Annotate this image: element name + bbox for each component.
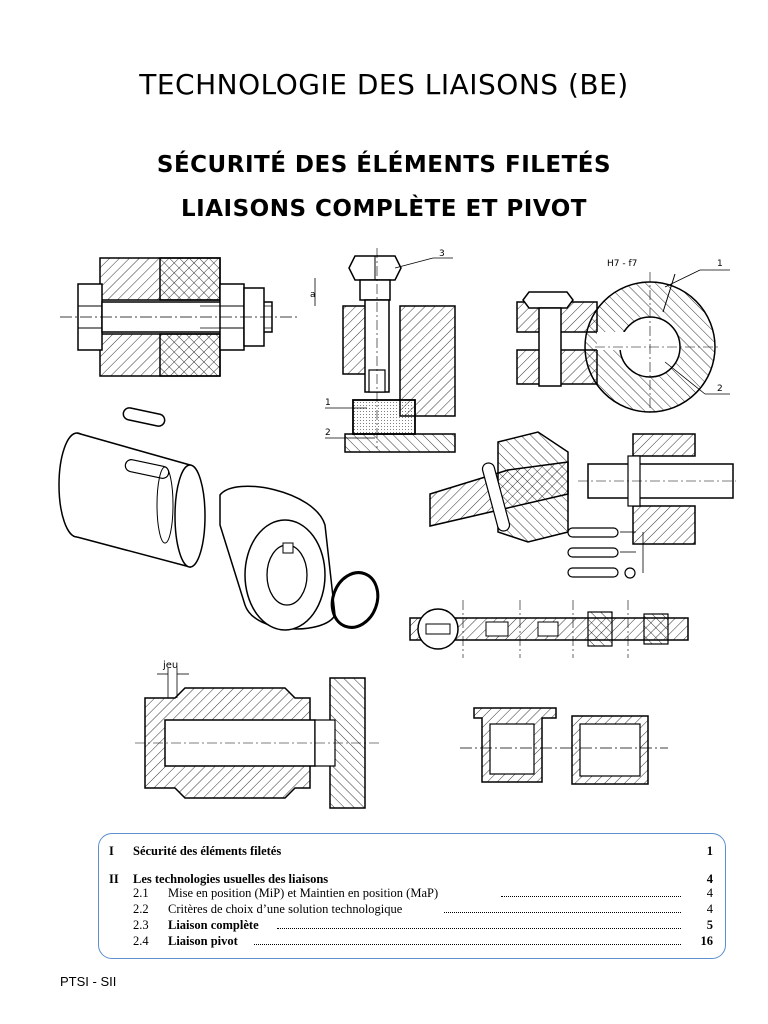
bushings-drawing [460,707,668,785]
toc-leader-dots [254,934,681,945]
shaft-key-hub-drawing [58,407,380,631]
toc-subsection-2-2[interactable]: 2.2 Critères de choix d’une solution tec… [99,902,725,916]
document-title: TECHNOLOGIE DES LIAISONS (BE) [139,68,629,101]
pinned-assembly-drawing [429,431,736,579]
toc-subsection-number: 2.2 [133,902,149,916]
toc-subsection-label: Liaison complète [168,918,259,932]
toc-section-label: Sécurité des éléments filetés [133,844,282,858]
fig2-label-1: 1 [325,398,331,408]
toc-subsection-2-4[interactable]: 2.4 Liaison pivot 16 [99,934,725,948]
document-subtitle-line1: SÉCURITÉ DES ÉLÉMENTS FILETÉS [156,152,612,178]
toc-section-number: I [109,844,114,858]
toc-subsection-label: Mise en position (MiP) et Maintien en po… [168,886,439,900]
document-subtitle-line2: LIAISONS COMPLÈTE ET PIVOT [181,196,587,222]
bolt-assembly-drawing [60,257,298,377]
toc-subsection-page: 16 [700,934,714,948]
toc-subsection-page: 4 [706,902,713,916]
table-of-contents: I Sécurité des éléments filetés 1 II Les… [98,833,726,959]
toc-section-number: II [109,872,119,886]
clamp-lever-drawing: H7 - f7 1 2 [516,259,730,413]
toc-leader-dots [277,918,681,929]
toc-leader-dots [444,902,681,913]
toc-subsection-number: 2.3 [133,918,149,932]
toc-subsection-label: Liaison pivot [168,934,238,948]
fig3-label-1: 1 [717,259,723,269]
fig2-label-2: 2 [325,428,331,438]
sleeve-clearance-drawing: jeu [135,660,380,809]
fig3-label-2: 2 [717,384,723,394]
toc-subsection-number: 2.4 [133,934,149,948]
toc-subsection-2-1[interactable]: 2.1 Mise en position (MiP) et Maintien e… [99,886,725,900]
fig2-label-3: 3 [439,249,445,259]
fig3-fit-label: H7 - f7 [607,259,637,269]
toc-leader-dots [501,886,681,897]
toc-section-2[interactable]: II Les technologies usuelles des liaison… [99,872,725,886]
toc-section-label: Les technologies usuelles des liaisons [133,872,329,886]
toc-section-page: 4 [706,872,713,886]
toc-subsection-page: 4 [706,886,713,900]
toc-section-1[interactable]: I Sécurité des éléments filetés 1 [99,844,725,858]
toc-subsection-page: 5 [706,918,713,932]
footer-course-label: PTSI - SII [60,974,117,989]
toc-section-page: 1 [706,844,713,858]
toc-subsection-number: 2.1 [133,886,149,900]
toc-subsection-label: Critères de choix d’une solution technol… [168,902,403,916]
fig-jeu-label: jeu [162,660,178,671]
toc-subsection-2-3[interactable]: 2.3 Liaison complète 5 [99,918,725,932]
pin-types-drawing [409,600,689,658]
screw-locking-drawing: 3 a 1 2 [310,248,456,453]
fig2-label-a: a [310,290,316,300]
